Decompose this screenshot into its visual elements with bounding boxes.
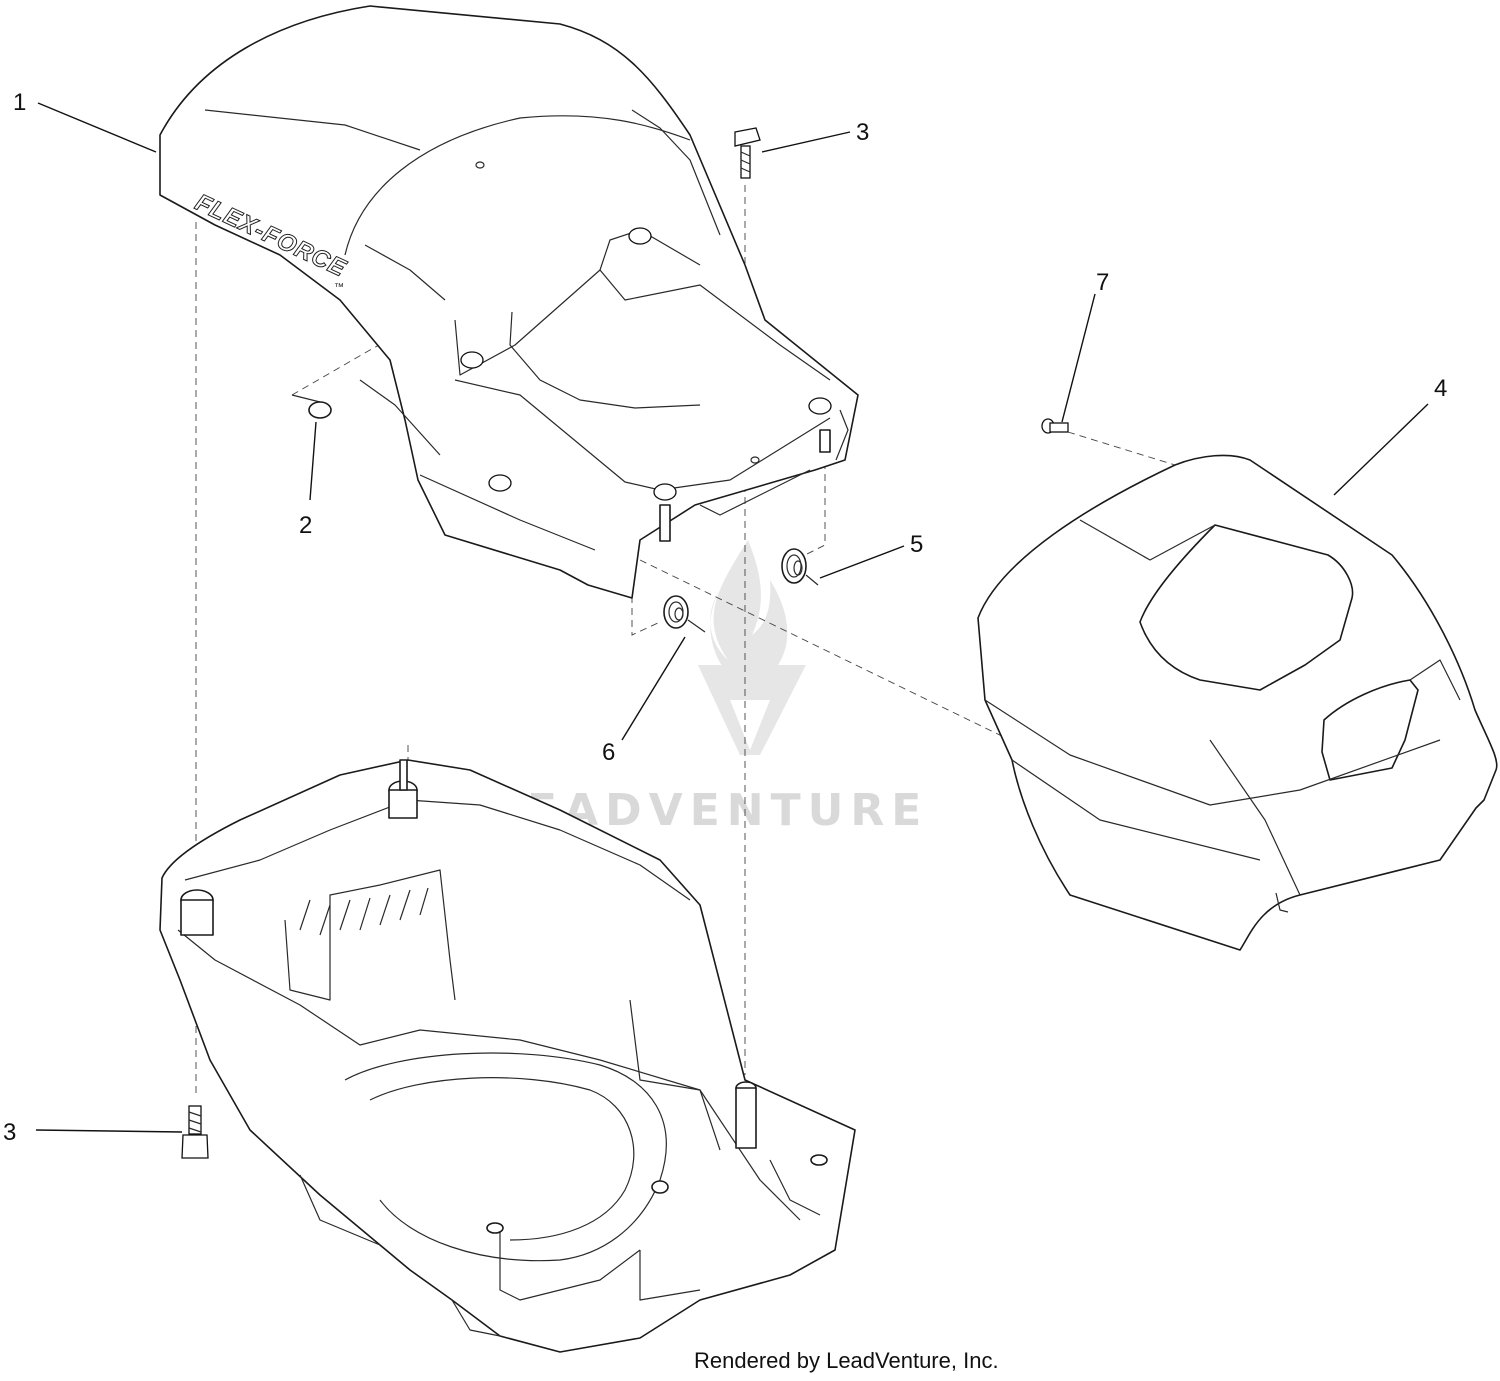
lower-base-housing — [159, 759, 856, 1353]
callouts: 1 2 3 3 4 5 6 7 — [3, 89, 1447, 1146]
part-6-spring — [663, 595, 706, 633]
part-2-plug — [291, 394, 332, 419]
part-3-upper-screw — [734, 127, 761, 179]
callout-2: 2 — [299, 512, 312, 539]
watermark: LEADVENTURE — [492, 540, 921, 836]
callout-7: 7 — [1096, 269, 1109, 296]
callout-3-lower: 3 — [3, 1119, 16, 1146]
part-4-rear-cover — [977, 454, 1498, 951]
part-3-lower-screw — [181, 1105, 209, 1159]
footer-credit: Rendered by LeadVenture, Inc. — [694, 1348, 999, 1373]
watermark-flame-icon — [710, 540, 788, 690]
leader-lines — [35, 102, 1429, 1133]
flex-force-trademark: ™ — [334, 282, 344, 293]
upper-console-cover: FLEX-FORCE ™ — [159, 5, 859, 599]
callout-3-upper: 3 — [856, 119, 869, 146]
part-5-spring — [781, 548, 819, 586]
callout-6: 6 — [602, 739, 615, 766]
callout-4: 4 — [1434, 375, 1447, 402]
watermark-v-logo-icon — [698, 665, 806, 755]
part-7-pin — [1041, 418, 1069, 434]
callout-5: 5 — [910, 531, 923, 558]
callout-1: 1 — [13, 89, 26, 116]
